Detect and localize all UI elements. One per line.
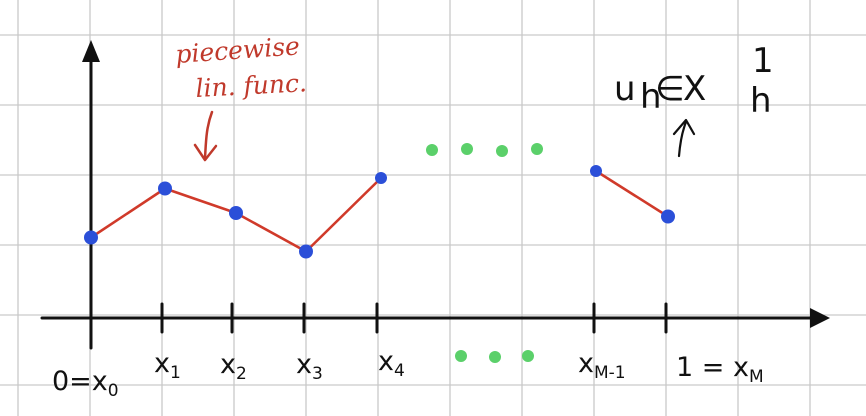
label-x2: x2: [220, 349, 247, 384]
function-node: [229, 206, 243, 220]
ellipsis-dot: [496, 145, 508, 157]
annotation-arrowhead: [193, 143, 218, 162]
function-node: [375, 172, 387, 184]
label-xm1: xM-1: [578, 348, 626, 383]
x-axis-arrowhead: [810, 308, 830, 328]
ellipsis-dot: [455, 350, 467, 362]
function-segment: [89, 187, 167, 239]
function-node: [661, 209, 675, 224]
label-x3: x3: [296, 349, 323, 384]
function-segment: [163, 187, 238, 215]
ellipsis-dot: [461, 143, 473, 155]
space-arrow: [677, 120, 688, 158]
label-x1: x1: [154, 348, 181, 383]
annotation-line1: piecewise: [174, 31, 300, 69]
ellipsis-dot: [489, 351, 501, 363]
x-labels: 0=x0 x1 x2 x3 x4 xM-1 1 = xM: [52, 346, 764, 401]
annotation-line2: lin. func.: [195, 68, 308, 103]
space-subscript: h: [750, 81, 772, 121]
function-segment: [304, 176, 383, 253]
function-node: [590, 165, 602, 177]
piecewise-linear-function: [84, 165, 675, 259]
annotation-arrow: [203, 110, 214, 160]
function-node: [158, 181, 172, 196]
label-x4: x4: [378, 346, 405, 381]
element-of-symbol: ∈: [655, 69, 685, 109]
function-subscript: h: [640, 77, 662, 117]
ellipsis-dots-lower: [455, 350, 534, 363]
ellipsis-dot: [522, 350, 534, 362]
ellipsis-dot: [426, 144, 438, 156]
function-node: [84, 230, 98, 245]
function-symbol: u: [614, 69, 636, 109]
label-x0: 0=x0: [52, 366, 119, 401]
ellipsis-dot: [531, 143, 543, 155]
function-node: [299, 244, 313, 259]
space-superscript: 1: [752, 41, 774, 81]
label-xm: 1 = xM: [676, 352, 764, 387]
ellipsis-dots-upper: [426, 143, 543, 157]
function-segment: [594, 169, 670, 218]
space-arrowhead: [672, 118, 696, 136]
space-symbol: X: [683, 69, 706, 109]
y-axis-arrowhead: [82, 40, 100, 62]
function-segment: [234, 211, 308, 253]
